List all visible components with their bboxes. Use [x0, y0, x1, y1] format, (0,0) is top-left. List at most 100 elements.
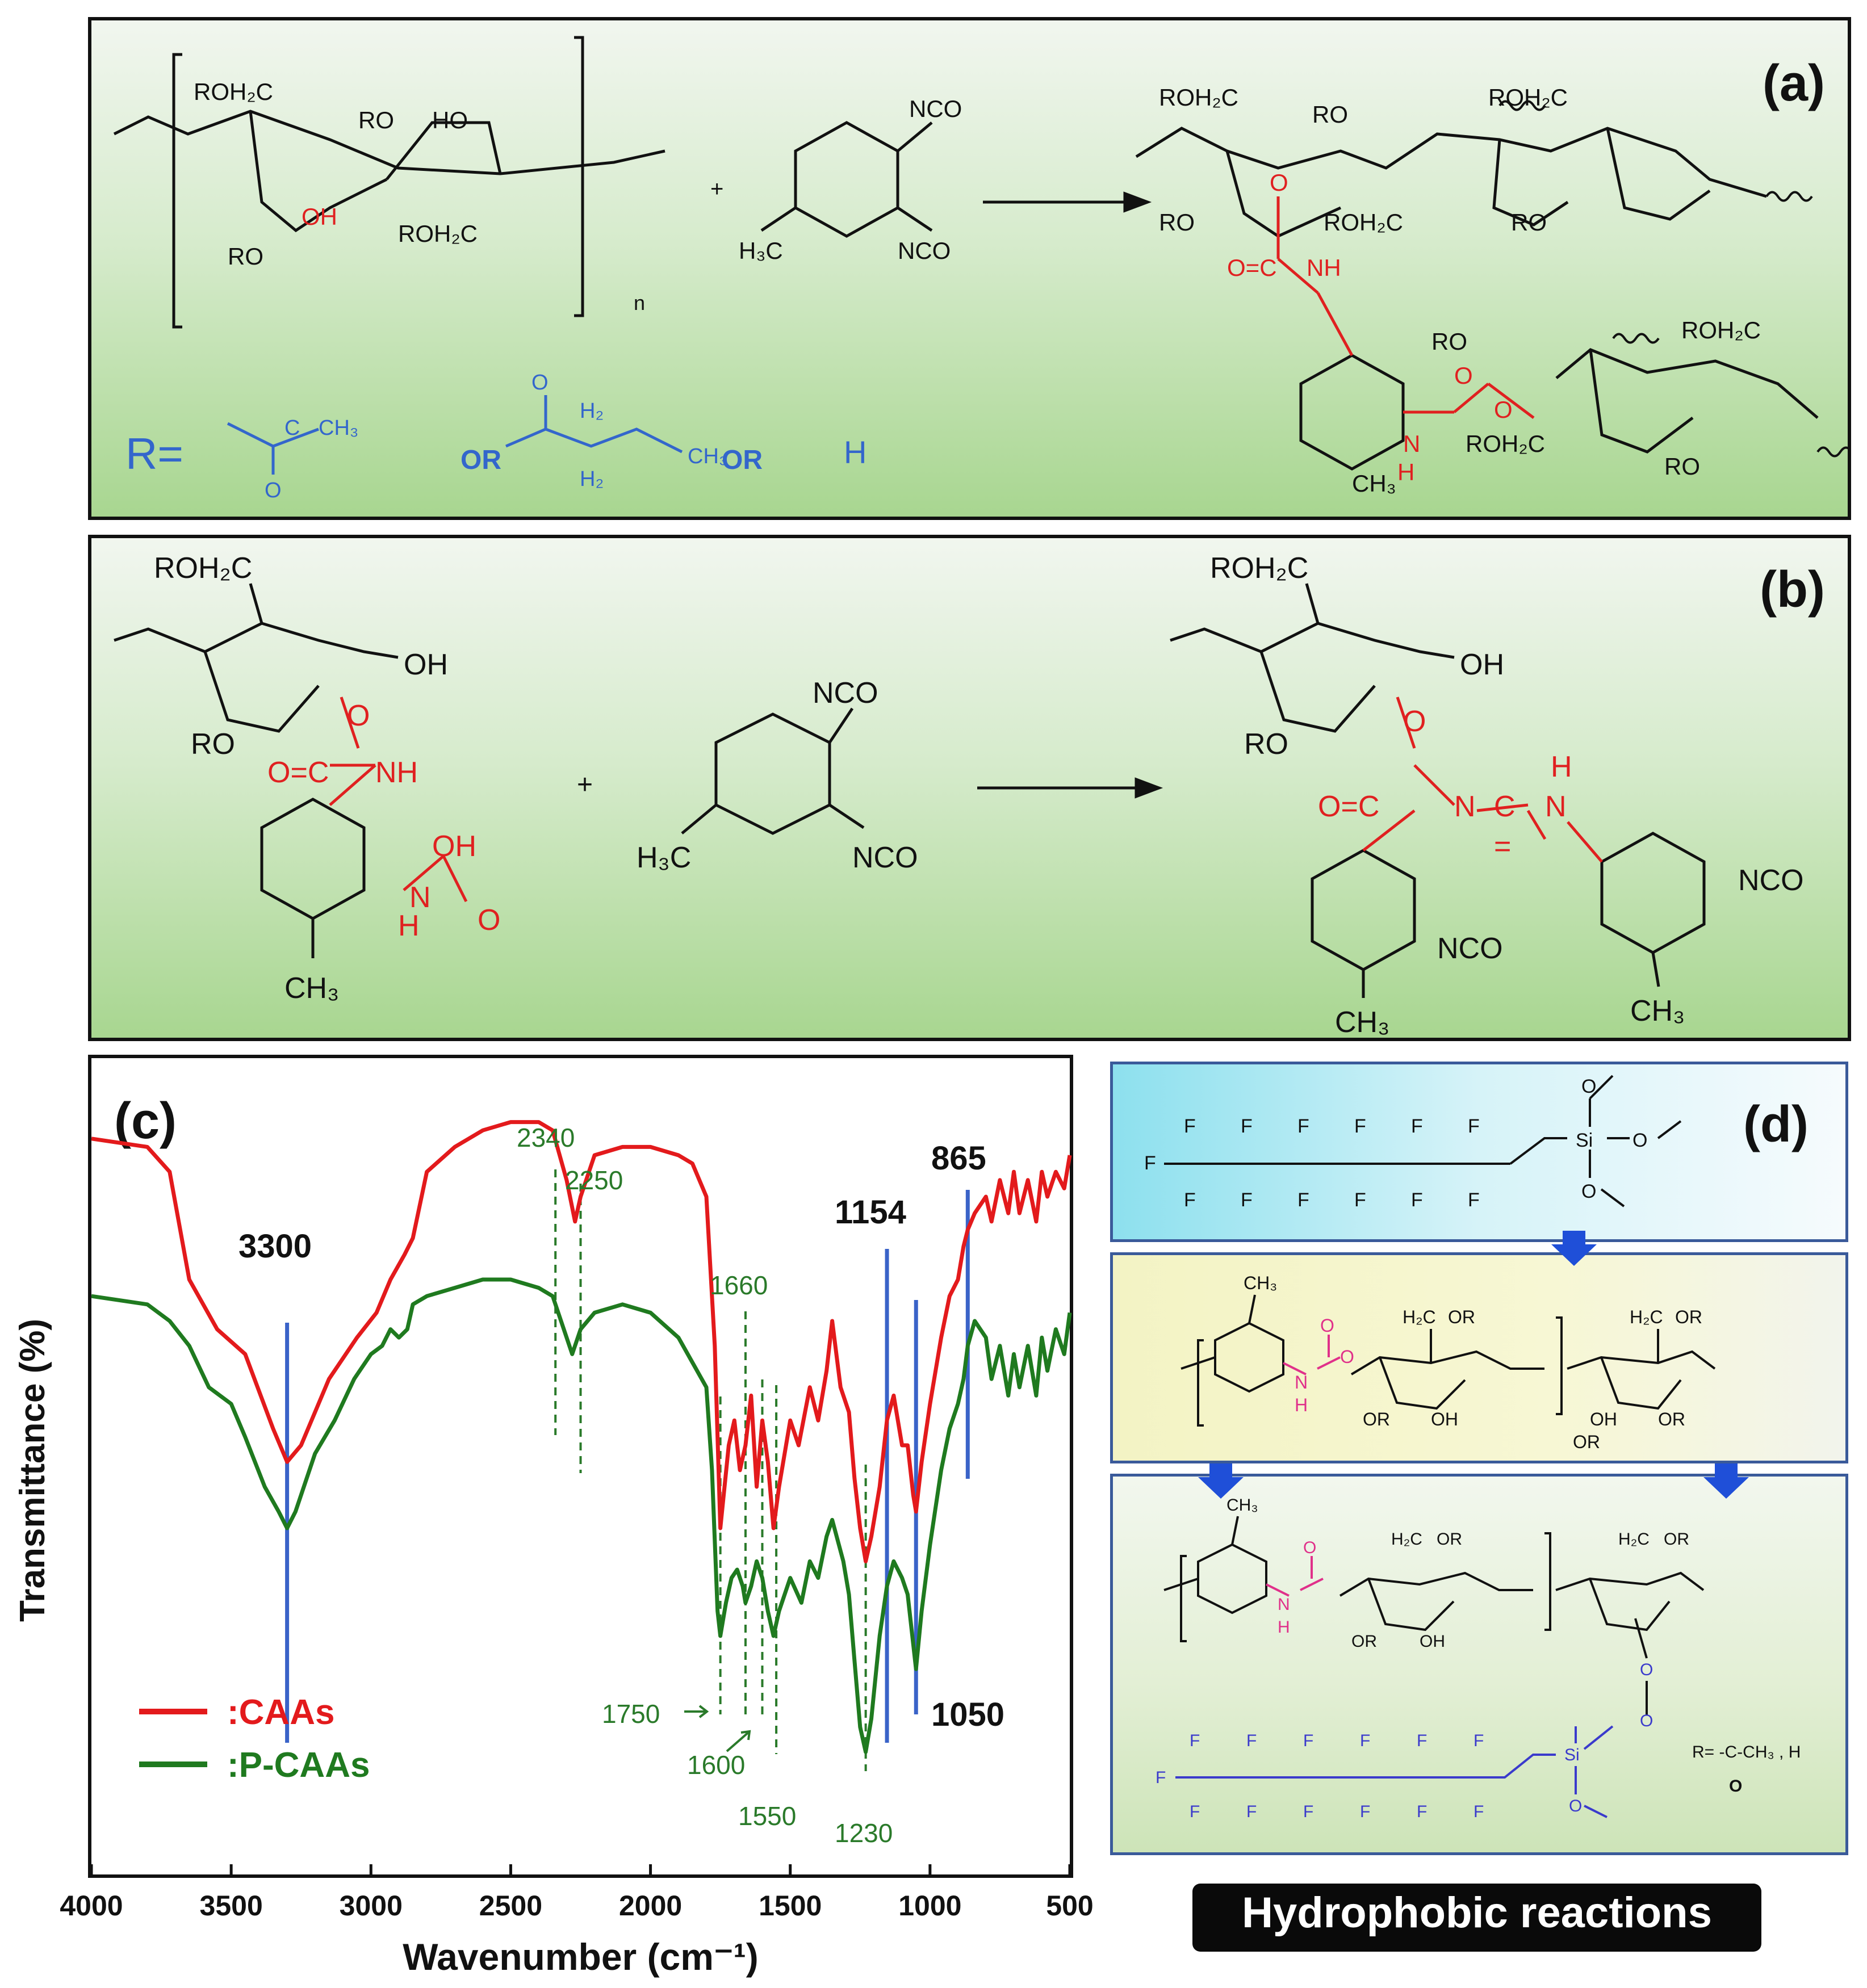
svg-text:Si: Si [1564, 1746, 1580, 1764]
svg-text:F: F [1241, 1189, 1253, 1211]
svg-text:OR: OR [1675, 1307, 1702, 1327]
svg-text:NCO: NCO [813, 677, 878, 710]
svg-text:C: C [1494, 790, 1516, 823]
svg-text:NCO: NCO [852, 841, 918, 874]
svg-text:RO: RO [1664, 453, 1700, 480]
svg-text:O: O [1340, 1347, 1354, 1367]
svg-text:OR: OR [1664, 1530, 1689, 1549]
svg-text:O: O [1632, 1130, 1647, 1151]
svg-text:O=C: O=C [1227, 254, 1277, 281]
svg-text:H₂C: H₂C [1630, 1307, 1663, 1327]
svg-text:ROH₂C: ROH₂C [1466, 430, 1545, 457]
panel-d-label: (d) [1743, 1096, 1809, 1153]
svg-text:H₃C: H₃C [739, 237, 783, 264]
x-tick-label: 1500 [759, 1890, 822, 1922]
svg-text:RO: RO [1244, 728, 1288, 761]
svg-text:Si: Si [1576, 1130, 1593, 1151]
svg-text:OH: OH [1460, 648, 1504, 681]
svg-text:F: F [1297, 1189, 1309, 1211]
svg-text:O: O [1581, 1076, 1596, 1097]
svg-text:C: C [284, 416, 300, 440]
svg-text:N: N [1295, 1372, 1308, 1393]
svg-text:F: F [1246, 1802, 1257, 1821]
svg-text:NH: NH [1307, 254, 1341, 281]
svg-text:F: F [1156, 1768, 1166, 1787]
svg-text:F: F [1468, 1189, 1480, 1211]
svg-text:F: F [1473, 1731, 1484, 1750]
svg-text:H: H [1397, 459, 1414, 485]
svg-text:OR: OR [1437, 1530, 1462, 1549]
svg-text:ROH₂C: ROH₂C [194, 78, 273, 105]
svg-text:H: H [1551, 750, 1572, 783]
svg-text:HO: HO [432, 107, 468, 133]
svg-text:F: F [1411, 1189, 1423, 1211]
svg-text:OH: OH [432, 830, 476, 863]
svg-text:F: F [1473, 1802, 1484, 1821]
svg-text:H₃C: H₃C [637, 841, 691, 874]
svg-text:RO: RO [228, 243, 263, 270]
svg-text:O: O [1640, 1712, 1653, 1730]
svg-text:O: O [347, 699, 370, 732]
svg-text:F: F [1241, 1115, 1253, 1137]
svg-text:OR: OR [1351, 1632, 1377, 1651]
svg-text:O: O [1494, 396, 1513, 423]
svg-text:RO: RO [191, 728, 235, 761]
svg-text:O: O [1454, 362, 1473, 389]
svg-text:RO: RO [358, 107, 394, 133]
svg-text:RO: RO [1511, 209, 1547, 236]
panel-b-plus: + [577, 770, 593, 800]
svg-text:OH: OH [404, 648, 448, 681]
x-tick-label: 3500 [200, 1890, 263, 1922]
svg-text:CH₃: CH₃ [688, 444, 727, 468]
svg-text:OH: OH [1420, 1632, 1445, 1651]
svg-text:H₂: H₂ [580, 467, 604, 491]
x-tick-label: 1000 [898, 1890, 961, 1922]
svg-text:F: F [1297, 1115, 1309, 1137]
panel-b-scheme: ROH₂C OH RO CH₃ NCO NCO H₃C ROH₂C OH RO … [114, 552, 1804, 1038]
svg-text:NCO: NCO [909, 95, 962, 122]
svg-text:F: F [1303, 1731, 1313, 1750]
svg-text:NCO: NCO [898, 237, 951, 264]
svg-text:H₂C: H₂C [1391, 1530, 1422, 1549]
svg-text:H: H [398, 909, 420, 942]
x-tick-label: 4000 [60, 1890, 123, 1922]
panel-a: (a) [88, 17, 1851, 520]
svg-text:F: F [1468, 1115, 1480, 1137]
svg-text:F: F [1246, 1731, 1257, 1750]
svg-text:O=C: O=C [267, 756, 329, 789]
svg-text:ROH₂C: ROH₂C [398, 220, 478, 247]
svg-text:OR: OR [1573, 1432, 1600, 1452]
x-tick-label: 2500 [479, 1890, 542, 1922]
svg-text:CH₃: CH₃ [284, 972, 339, 1005]
svg-text:O: O [1270, 169, 1288, 196]
svg-text:O: O [1320, 1315, 1334, 1336]
h-substituent: H [844, 434, 866, 470]
x-tick-label: 2000 [619, 1890, 682, 1922]
svg-text:F: F [1411, 1115, 1423, 1137]
r-definition: R= [125, 429, 183, 479]
svg-text:F: F [1184, 1189, 1196, 1211]
svg-text:RO: RO [1159, 209, 1195, 236]
svg-text:CH₃: CH₃ [1630, 995, 1685, 1027]
svg-text:NCO: NCO [1738, 864, 1804, 897]
svg-text:CH₃: CH₃ [1244, 1273, 1277, 1293]
svg-text:N: N [1545, 790, 1567, 823]
svg-text:RO: RO [1312, 101, 1348, 128]
svg-text:F: F [1190, 1802, 1200, 1821]
svg-text:F: F [1144, 1152, 1156, 1174]
svg-text:RO: RO [1431, 328, 1467, 355]
svg-text:ROH₂C: ROH₂C [1324, 209, 1403, 236]
x-axis-label: Wavenumber (cm⁻¹) [403, 1936, 758, 1978]
svg-text:CH₃: CH₃ [1335, 1006, 1389, 1038]
svg-text:O: O [531, 371, 549, 395]
svg-text:N: N [1454, 790, 1476, 823]
svg-text:=: = [1494, 830, 1511, 863]
svg-text:OH: OH [302, 203, 337, 230]
svg-text:OR: OR [1363, 1409, 1390, 1429]
panel-a-plus: + [710, 177, 723, 202]
